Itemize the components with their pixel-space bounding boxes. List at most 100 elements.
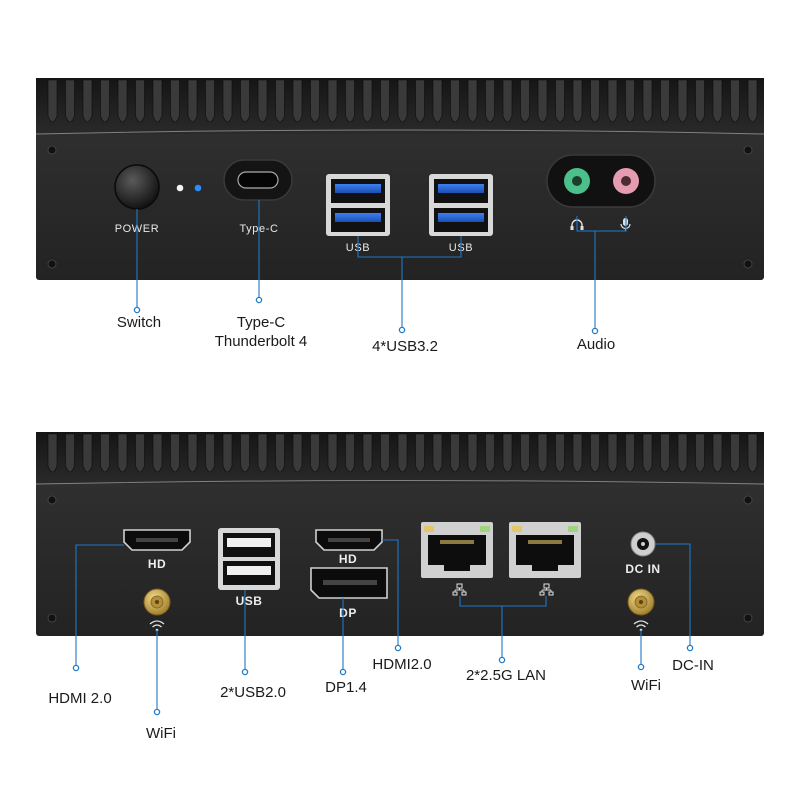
heatsink-fin	[747, 433, 758, 473]
heatsink-fin	[555, 79, 565, 123]
heatsink-fin	[730, 433, 740, 473]
callout-type-c: Type-C	[237, 314, 286, 331]
heatsink-fin	[257, 79, 268, 123]
heatsink-fin	[82, 433, 93, 473]
callout-usb32: 4*USB3.2	[372, 338, 438, 355]
screw-icon	[47, 145, 57, 155]
screw-icon	[743, 613, 753, 623]
heatsink-fin	[345, 79, 355, 123]
heatsink-fin	[677, 433, 688, 473]
heatsink-fin	[222, 79, 233, 123]
heatsink-fin	[730, 79, 740, 123]
callout-audio: Audio	[577, 336, 615, 353]
heatsink-fin	[170, 79, 180, 123]
heatsink-fin	[327, 79, 338, 123]
heatsink-fin	[310, 433, 320, 473]
heatsink-fin	[275, 79, 285, 123]
heatsink-fin	[310, 79, 320, 123]
screw-icon	[47, 495, 57, 505]
power-button[interactable]	[114, 164, 160, 210]
hdmi-left-label: HD	[148, 557, 166, 571]
heatsink-fin	[380, 433, 390, 473]
type-c-port[interactable]	[237, 171, 279, 189]
heatsink-fin	[502, 433, 513, 473]
heatsink-fin	[327, 433, 338, 473]
heatsink-fin	[187, 79, 198, 123]
network-icon	[452, 583, 467, 596]
wifi-antenna-right[interactable]	[627, 588, 655, 616]
lan-port-2[interactable]	[509, 522, 581, 578]
heatsink-fin	[152, 79, 163, 123]
callout-wifi-right: WiFi	[631, 677, 661, 694]
heatsink-fin	[712, 433, 723, 473]
heatsink-fin	[117, 79, 128, 123]
heatsink-fin	[520, 433, 530, 473]
heatsink-fin	[65, 433, 75, 473]
front-panel: POWER Type-C USB USB	[35, 78, 765, 280]
heatsink-fin	[625, 433, 635, 473]
heatsink-fin	[467, 433, 478, 473]
dp-label: DP	[339, 606, 357, 620]
screw-icon	[743, 259, 753, 269]
usb2-port-stack[interactable]	[218, 528, 280, 590]
heatsink-fin	[607, 79, 618, 123]
heatsink-fin	[292, 79, 303, 123]
heatsink-fin	[152, 433, 163, 473]
screw-icon	[47, 613, 57, 623]
heatsink-fin	[257, 433, 268, 473]
heatsink-fin	[537, 79, 548, 123]
wifi-antenna-left[interactable]	[143, 588, 171, 616]
lan-port-1[interactable]	[421, 522, 493, 578]
network-icon	[539, 583, 554, 596]
heatsink-fin	[65, 79, 75, 123]
heatsink-fin	[502, 79, 513, 123]
heatsink-fin	[537, 433, 548, 473]
heatsink-fin	[380, 79, 390, 123]
callout-hdmi-left: HDMI 2.0	[48, 690, 111, 707]
heatsink-fin	[642, 79, 653, 123]
hdmi-right-label: HD	[339, 552, 357, 566]
heatsink-fin	[82, 79, 93, 123]
heatsink-fin	[485, 433, 495, 473]
heatsink-fin	[520, 79, 530, 123]
heatsink-fin	[397, 433, 408, 473]
heatsink-fin	[362, 79, 373, 123]
usb2-label: USB	[236, 594, 263, 608]
heatsink-fin	[590, 79, 600, 123]
heatsink-fin	[240, 79, 250, 123]
callout-switch: Switch	[117, 314, 161, 331]
heatsink-fin	[555, 433, 565, 473]
heatsink-fin	[660, 433, 670, 473]
screw-icon	[743, 495, 753, 505]
front-callout-lines	[133, 200, 627, 335]
heatsink-fin	[467, 79, 478, 123]
callout-dc-in: DC-IN	[672, 657, 714, 674]
heatsink-fin	[170, 433, 180, 473]
heatsink-fin	[100, 433, 110, 473]
heatsink-fin	[275, 433, 285, 473]
status-led-white	[176, 184, 184, 192]
heatsink-fin	[205, 79, 215, 123]
heatsink-fin	[695, 433, 705, 473]
heatsink-fin	[642, 433, 653, 473]
heatsink-fin	[485, 79, 495, 123]
heatsink-fin	[572, 79, 583, 123]
heatsink-fin	[450, 79, 460, 123]
heatsink-fin	[712, 79, 723, 123]
heatsink-fin	[362, 433, 373, 473]
heatsink-fin	[415, 433, 425, 473]
usb3-port-stack-left[interactable]	[326, 174, 390, 236]
front-fins	[47, 79, 758, 123]
rear-callout-lines	[72, 539, 694, 716]
rear-panel: HD USB HD DP	[35, 432, 765, 636]
usb3-port-stack-right[interactable]	[429, 174, 493, 236]
heatsink-fin	[677, 79, 688, 123]
callout-thunderbolt: Thunderbolt 4	[215, 333, 308, 350]
heatsink-fin	[607, 433, 618, 473]
callout-hdmi-right: HDMI2.0	[372, 656, 431, 673]
callout-lan: 2*2.5G LAN	[466, 667, 546, 684]
callout-dp: DP1.4	[325, 679, 367, 696]
dc-in-label: DC IN	[625, 562, 660, 576]
heatsink-fin	[47, 433, 58, 473]
